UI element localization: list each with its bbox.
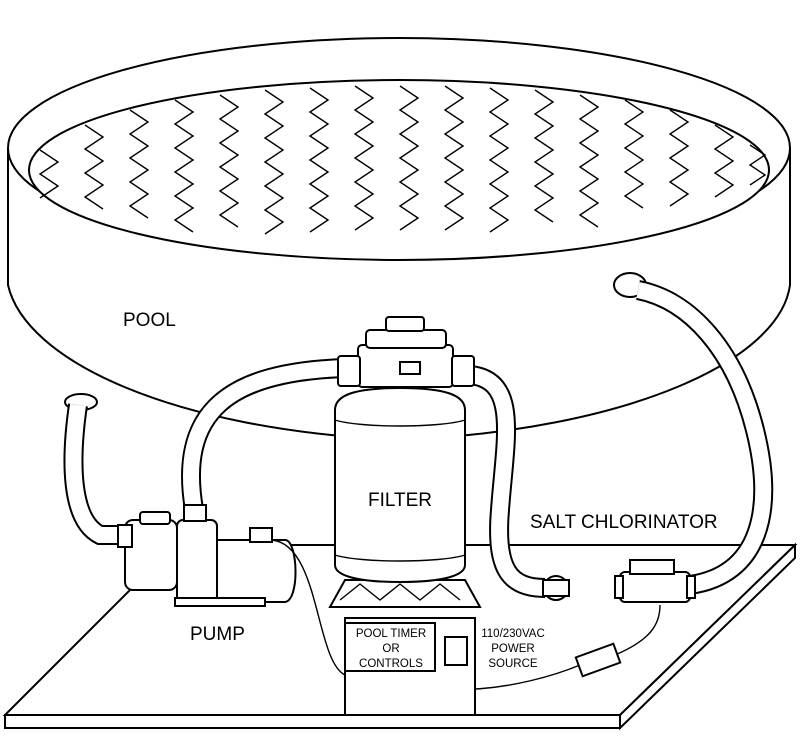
pump-junction-box [249,527,273,543]
filter-label: FILTER [368,490,432,511]
timer-label-line3: CONTROLS [359,658,423,670]
timer-label-line1: POOL TIMER [356,628,426,640]
power-label-line1: 110/230VAC [481,628,545,640]
pool-tank [7,37,791,442]
power-label-line3: SOURCE [488,658,538,670]
electrical [271,539,661,716]
filter-stand [328,579,482,608]
filter-tank [334,386,466,584]
hoses [63,280,774,598]
filter [328,316,482,608]
timer-panel [344,622,436,672]
chlorinator-power-supply [574,642,622,678]
salt-chlorinator-cell [619,571,691,603]
power-label-line2: POWER [491,643,534,655]
water-pattern [38,85,767,235]
pump [117,504,297,607]
power-outlet [444,636,468,666]
timer-label-line2: OR [382,643,399,655]
pump-label: PUMP [190,624,245,645]
valve-handle [385,316,425,332]
salt-chlorinator-assembly [542,559,696,603]
pump-volute [176,519,218,603]
labels: POOL FILTER PUMP SALT CHLORINATOR POOL T… [123,310,718,670]
pump-motor [216,539,297,603]
salt-chlorinator-label: SALT CHLORINATOR [530,512,718,533]
pool-label: POOL [123,310,176,331]
